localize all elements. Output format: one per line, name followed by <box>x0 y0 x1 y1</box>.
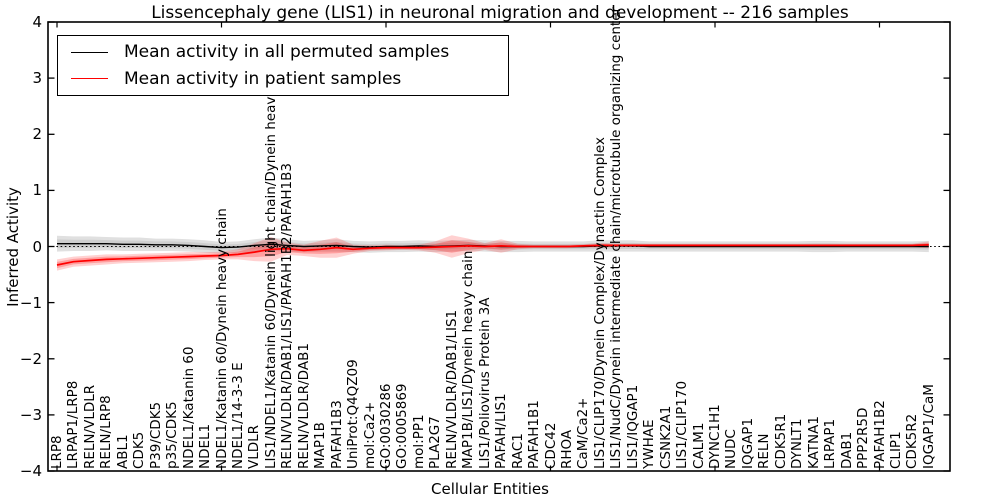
x-tick-label: VLDLR <box>246 424 263 469</box>
x-tick-label: LIS1/Poliovirus Protein 3A <box>476 297 493 470</box>
x-tick-label: CDK5R1 <box>772 413 789 469</box>
x-axis-label: Cellular Entities <box>431 480 549 498</box>
x-tick-label: RAC1 <box>509 433 526 469</box>
legend-line-sample-black <box>71 51 108 53</box>
x-tick-label: LIS1/NudC/Dynein intermediate chain/micr… <box>608 6 625 469</box>
x-tick-label: DAB1 <box>838 431 855 469</box>
x-tick-label: LIS1/CLIP170 <box>674 380 691 469</box>
x-tick-label: RELN/VLDLR <box>81 384 98 469</box>
x-tick-label: LRPAP1 <box>822 418 839 469</box>
x-tick-label: UniProt:Q4QZ09 <box>345 359 362 469</box>
y-tick-label: 1 <box>32 181 42 200</box>
x-tick-label: PLA2G7 <box>427 416 444 469</box>
x-tick-label: mol:Ca2+ <box>361 401 378 469</box>
x-tick-label: KATNA1 <box>805 416 822 469</box>
y-tick-label: −2 <box>19 349 42 368</box>
x-tick-label: CDK5R2 <box>904 413 921 469</box>
x-tick-label: PAFAH1B2 <box>871 400 888 469</box>
x-tick-label: RELN <box>756 433 773 469</box>
x-tick-label: CDK5 <box>131 431 148 469</box>
x-tick-label: mol:PP1 <box>410 414 427 469</box>
x-tick-label: DYNC1H1 <box>707 404 723 469</box>
x-tick-label: GO:0005869 <box>394 383 411 469</box>
x-tick-label: NDEL1/Katanin 60/Dynein heavy chain <box>213 208 230 469</box>
legend-line-sample-red <box>71 78 108 80</box>
legend: Mean activity in all permuted samples Me… <box>57 35 509 96</box>
y-tick-label: 2 <box>32 125 42 144</box>
x-tick-label: CLIP1 <box>887 431 904 469</box>
x-tick-label: YWHAE <box>641 419 658 469</box>
x-tick-label: PAFAH1B1 <box>526 400 543 469</box>
x-tick-label: MAP1B/LIS1/Dynein heavy chain <box>460 250 477 469</box>
y-tick-label: −4 <box>19 462 42 480</box>
legend-item: Mean activity in all permuted samples <box>71 39 508 65</box>
x-tick-label: RHOA <box>558 429 575 469</box>
x-tick-label: GO:0030286 <box>378 383 394 469</box>
x-tick-label: ABL1 <box>114 434 131 469</box>
x-tick-label: LIS1/CLIP170/Dynein Complex/Dynactin Com… <box>591 137 608 469</box>
y-tick-label: −3 <box>19 405 42 424</box>
x-tick-label: LIS1/IQGAP1 <box>624 384 641 469</box>
chart-title: Lissencephaly gene (LIS1) in neuronal mi… <box>151 3 849 23</box>
legend-label: Mean activity in all permuted samples <box>124 42 450 63</box>
legend-item: Mean activity in patient samples <box>71 66 508 92</box>
x-tick-label: LIS1/NDEL1/Katanin 60/Dynein light chain… <box>262 47 279 469</box>
x-tick-label: NDEL1/Katanin 60 <box>180 346 197 469</box>
x-tick-label: CALM1 <box>690 422 707 469</box>
legend-label: Mean activity in patient samples <box>124 68 402 89</box>
x-tick-label: p35/CDK5 <box>164 401 181 469</box>
x-tick-label: RELN/VLDLR/DAB1 <box>295 343 312 469</box>
x-tick-label: LRP8 <box>49 435 65 469</box>
y-tick-label: 4 <box>32 13 42 31</box>
x-tick-label: PAFAH/LIS1 <box>493 393 510 469</box>
x-tick-label: PAFAH1B3 <box>328 400 345 469</box>
x-tick-label: CaM/Ca2+ <box>575 397 592 470</box>
x-tick-label: MAP1B <box>312 422 329 469</box>
x-tick-label: P39/CDK5 <box>147 401 164 469</box>
y-tick-label: −1 <box>19 293 42 312</box>
x-tick-label: NUDC <box>723 429 740 469</box>
x-tick-label: CSNK2A1 <box>657 405 674 469</box>
x-tick-label: NDEL1/14-3-3 E <box>229 362 246 469</box>
x-tick-label: PPP2R5D <box>855 407 872 469</box>
x-tick-label: IQGAP1 <box>739 417 756 469</box>
x-tick-label: LRPAP1/LRP8 <box>65 380 82 469</box>
x-tick-label: DYNLT1 <box>789 418 806 470</box>
y-tick-label: 3 <box>32 69 42 88</box>
x-tick-label: IQGAP1/CaM <box>920 384 937 469</box>
x-tick-label: RELN/LRP8 <box>98 395 115 469</box>
y-tick-label: 0 <box>32 237 42 256</box>
x-tick-label: CDC42 <box>542 422 559 469</box>
x-tick-label: RELN/VLDLR/DAB1/LIS1 <box>443 309 460 469</box>
x-tick-label: RELN/VLDLR/DAB1/LIS1/PAFAH1B2/PAFAH1B3 <box>279 163 296 469</box>
x-tick-label: NDEL1 <box>197 423 214 469</box>
